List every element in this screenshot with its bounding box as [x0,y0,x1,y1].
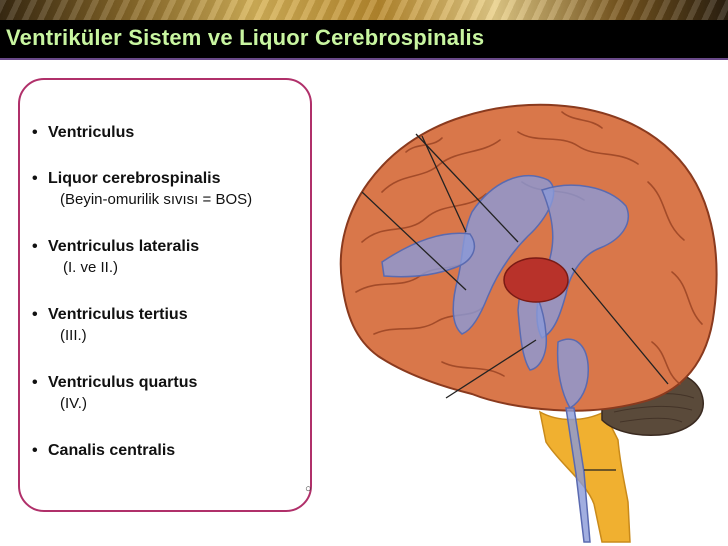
fourth-ventricle [556,338,589,410]
bullet-item: Ventriculus [30,124,134,142]
slide-title: Ventriküler Sistem ve Liquor Cerebrospin… [6,25,485,50]
bullet-item: Ventriculus tertius (III.) [30,306,188,344]
bullet-sub: (I. ve II.) [63,259,119,276]
bullet-item: Canalis centralis [30,442,175,460]
bullet-item: Ventriculus quartus (IV.) [30,374,197,412]
bullet-main: Ventriculus quartus [30,374,197,391]
title-bar: Ventriküler Sistem ve Liquor Cerebrospin… [0,20,728,58]
small-circle-icon: ○ [305,483,312,495]
thalamus [503,257,569,303]
brain-illustration-icon [339,103,718,543]
bullet-main: Ventriculus tertius [30,306,188,323]
bullet-item: Liquor cerebrospinalis (Beyin-omurilik s… [30,170,252,208]
bullet-sub: (IV.) [60,395,87,412]
bullet-item: Ventriculus lateralis (I. ve II.) [30,238,199,276]
bullet-main: Ventriculus [30,124,134,141]
top-decorative-banner [0,0,728,20]
central-canal [565,407,591,543]
bullet-sub: (III.) [60,327,87,344]
bullet-panel [18,78,312,512]
title-underline [0,58,728,60]
lateral-ventricle [452,175,555,335]
bullet-main: Canalis centralis [30,442,175,459]
cerebrum [339,103,718,412]
bullet-main: Liquor cerebrospinalis [30,170,220,187]
bullet-main: Ventriculus lateralis [30,238,199,255]
bullet-sub: (Beyin-omurilik sıvısı = BOS) [60,191,253,208]
